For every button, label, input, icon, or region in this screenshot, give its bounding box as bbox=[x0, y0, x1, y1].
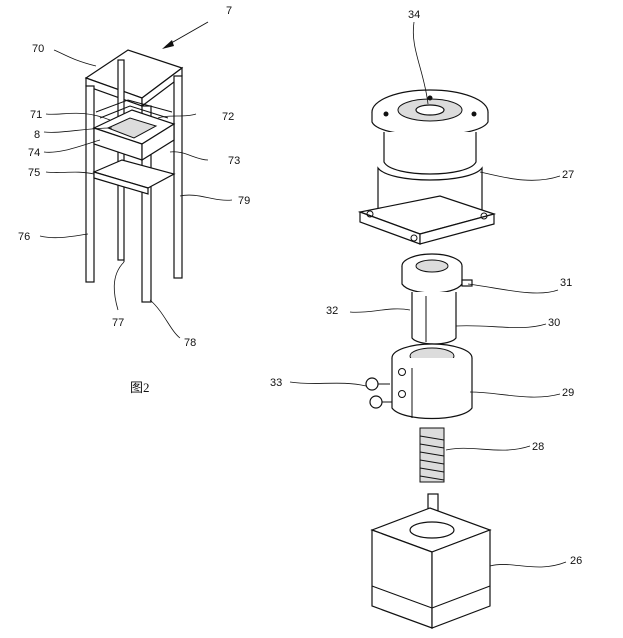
label-28: 28 bbox=[532, 441, 544, 453]
label-29: 29 bbox=[562, 387, 574, 399]
label-30: 30 bbox=[548, 317, 560, 329]
left-leader-lines bbox=[39, 21, 233, 339]
figure-caption: 图2 bbox=[130, 380, 150, 395]
label-70: 70 bbox=[32, 43, 44, 55]
label-75: 75 bbox=[28, 167, 40, 179]
right-labels: 34 27 31 32 30 33 29 28 26 bbox=[270, 9, 582, 567]
label-26: 26 bbox=[570, 555, 582, 567]
label-74: 74 bbox=[28, 147, 40, 159]
right-leader-lines bbox=[289, 21, 567, 568]
label-79: 79 bbox=[238, 195, 250, 207]
label-27: 27 bbox=[562, 169, 574, 181]
frame-assembly bbox=[84, 49, 184, 303]
label-76: 76 bbox=[18, 231, 30, 243]
left-labels: 7 70 71 72 8 74 73 75 79 76 77 78 图2 bbox=[18, 5, 250, 395]
label-77: 77 bbox=[112, 317, 124, 329]
label-71: 71 bbox=[30, 109, 42, 121]
label-7: 7 bbox=[226, 5, 232, 17]
label-8: 8 bbox=[34, 129, 40, 141]
label-33: 33 bbox=[270, 377, 282, 389]
label-72: 72 bbox=[222, 111, 234, 123]
label-31: 31 bbox=[560, 277, 572, 289]
label-32: 32 bbox=[326, 305, 338, 317]
label-78: 78 bbox=[184, 337, 196, 349]
label-73: 73 bbox=[228, 155, 240, 167]
label-34: 34 bbox=[408, 9, 420, 21]
motor-assembly bbox=[357, 89, 497, 629]
